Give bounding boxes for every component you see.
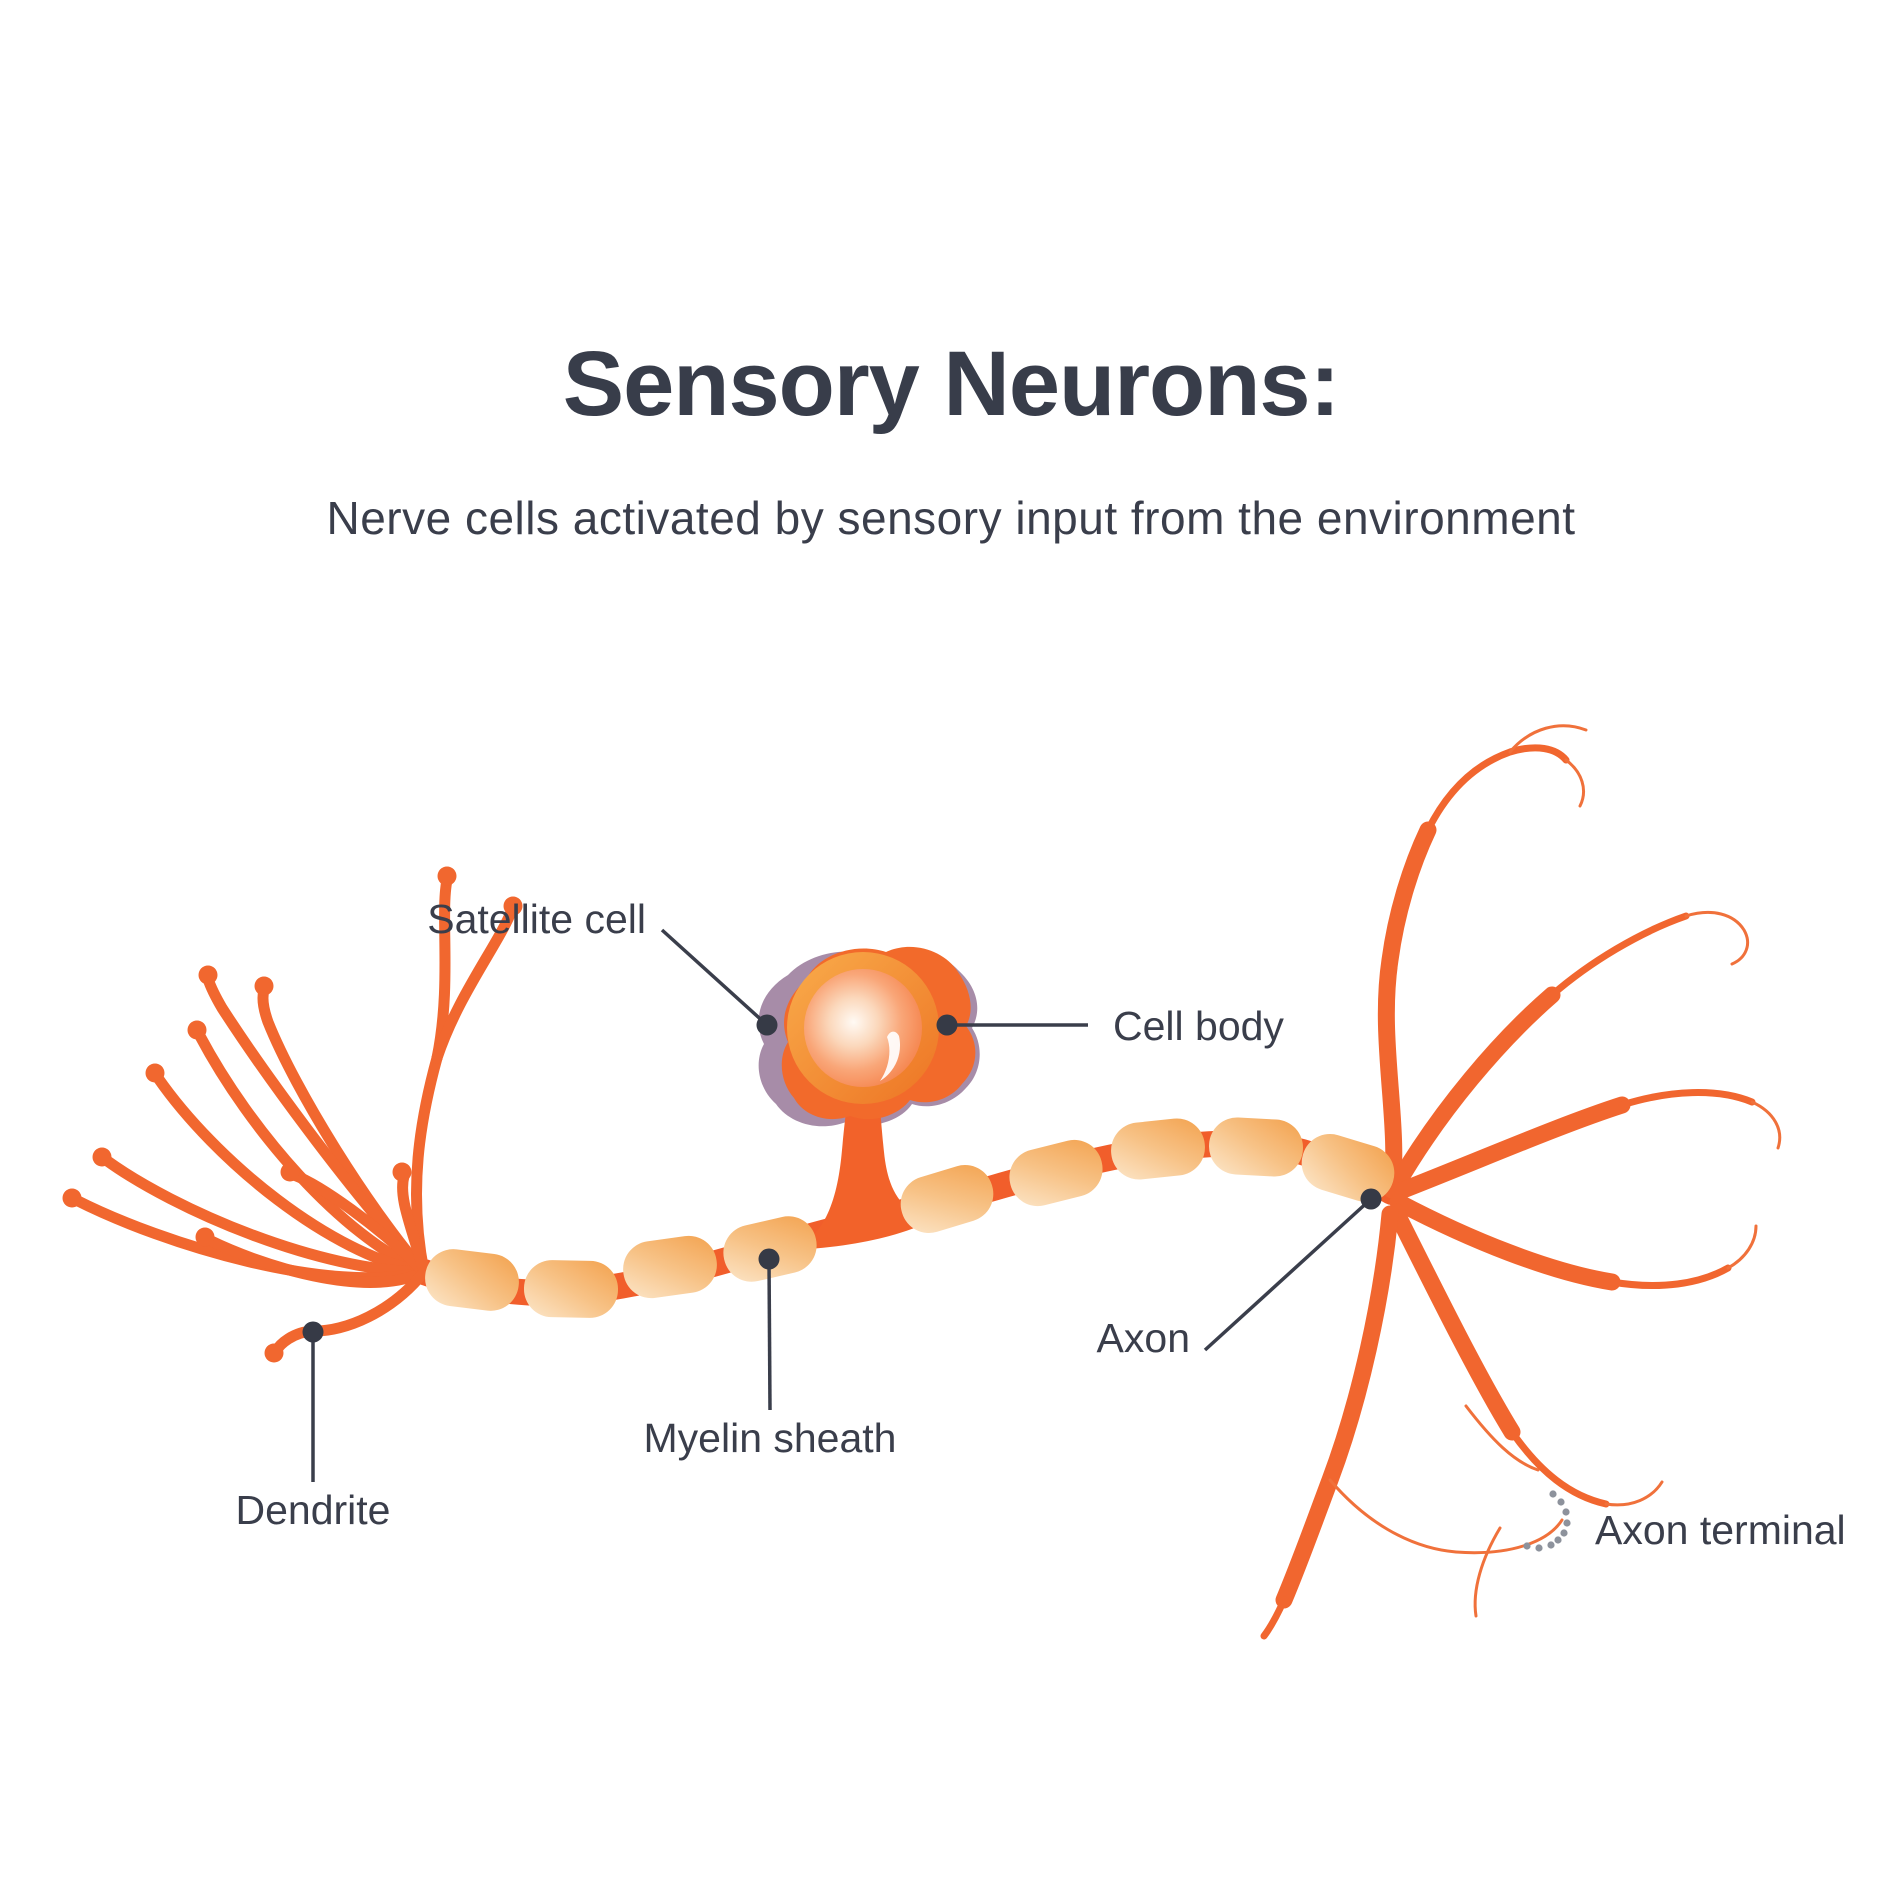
axon-terminal-branches (1260, 724, 1782, 1640)
label-satellite-cell: Satellite cell (427, 896, 646, 942)
axon-terminal-dotted-ring (1523, 1490, 1571, 1552)
label-axon-terminal: Axon terminal (1595, 1507, 1846, 1553)
page-subtitle: Nerve cells activated by sensory input f… (326, 492, 1575, 544)
myelin-segment (1009, 1139, 1103, 1207)
page-title: Sensory Neurons: (563, 333, 1339, 435)
myelin-segment (1111, 1118, 1205, 1180)
label-dendrite: Dendrite (236, 1487, 391, 1533)
myelin-segment (900, 1164, 994, 1234)
label-myelin-sheath: Myelin sheath (644, 1415, 897, 1461)
label-cell-body: Cell body (1113, 1003, 1284, 1049)
nucleus-highlight (880, 1031, 901, 1081)
leader-lines (302, 928, 1382, 1482)
myelin-segment (1208, 1117, 1304, 1177)
label-axon: Axon (1097, 1315, 1190, 1361)
cell-body-stalk (788, 1088, 932, 1250)
myelin-segment (623, 1235, 717, 1299)
myelin-segment (1301, 1133, 1395, 1203)
myelin-segment (425, 1249, 519, 1311)
myelin-segment (523, 1260, 619, 1318)
nucleus (804, 969, 922, 1087)
cell-body-group (758, 946, 980, 1250)
dendrite-branches (62, 866, 523, 1363)
